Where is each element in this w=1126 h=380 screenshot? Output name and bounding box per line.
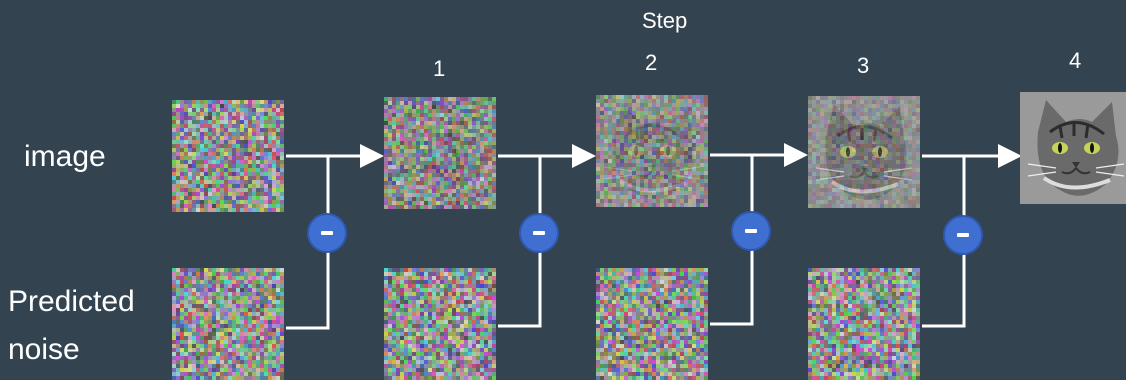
subtract-operator-4 — [943, 215, 983, 255]
predicted-noise-tile-1 — [172, 268, 284, 380]
minus-icon — [957, 233, 969, 237]
step-axis-title: Step — [642, 8, 688, 33]
minus-icon — [321, 231, 333, 235]
image-tile-step-3 — [808, 96, 920, 208]
step-label-4: 4 — [1069, 48, 1082, 73]
row-label-predicted-noise: Predicted noise — [8, 285, 135, 366]
subtract-operator-2 — [519, 213, 559, 253]
image-tile-step-2 — [596, 95, 708, 207]
step-label-1: 1 — [433, 56, 446, 81]
predicted-noise-tile-2 — [384, 268, 496, 380]
image-tile-initial-noise — [172, 100, 284, 212]
minus-icon — [745, 229, 757, 233]
row-label-image: image — [24, 140, 106, 173]
predicted-noise-tile-4 — [808, 268, 920, 380]
minus-icon — [533, 231, 545, 235]
step-label-3: 3 — [857, 53, 870, 78]
image-tile-step-4 — [1020, 92, 1126, 204]
subtract-operator-1 — [307, 213, 347, 253]
subtract-operator-3 — [731, 211, 771, 251]
image-tile-step-1 — [384, 97, 496, 209]
step-label-2: 2 — [645, 50, 658, 75]
predicted-noise-tile-3 — [596, 268, 708, 380]
